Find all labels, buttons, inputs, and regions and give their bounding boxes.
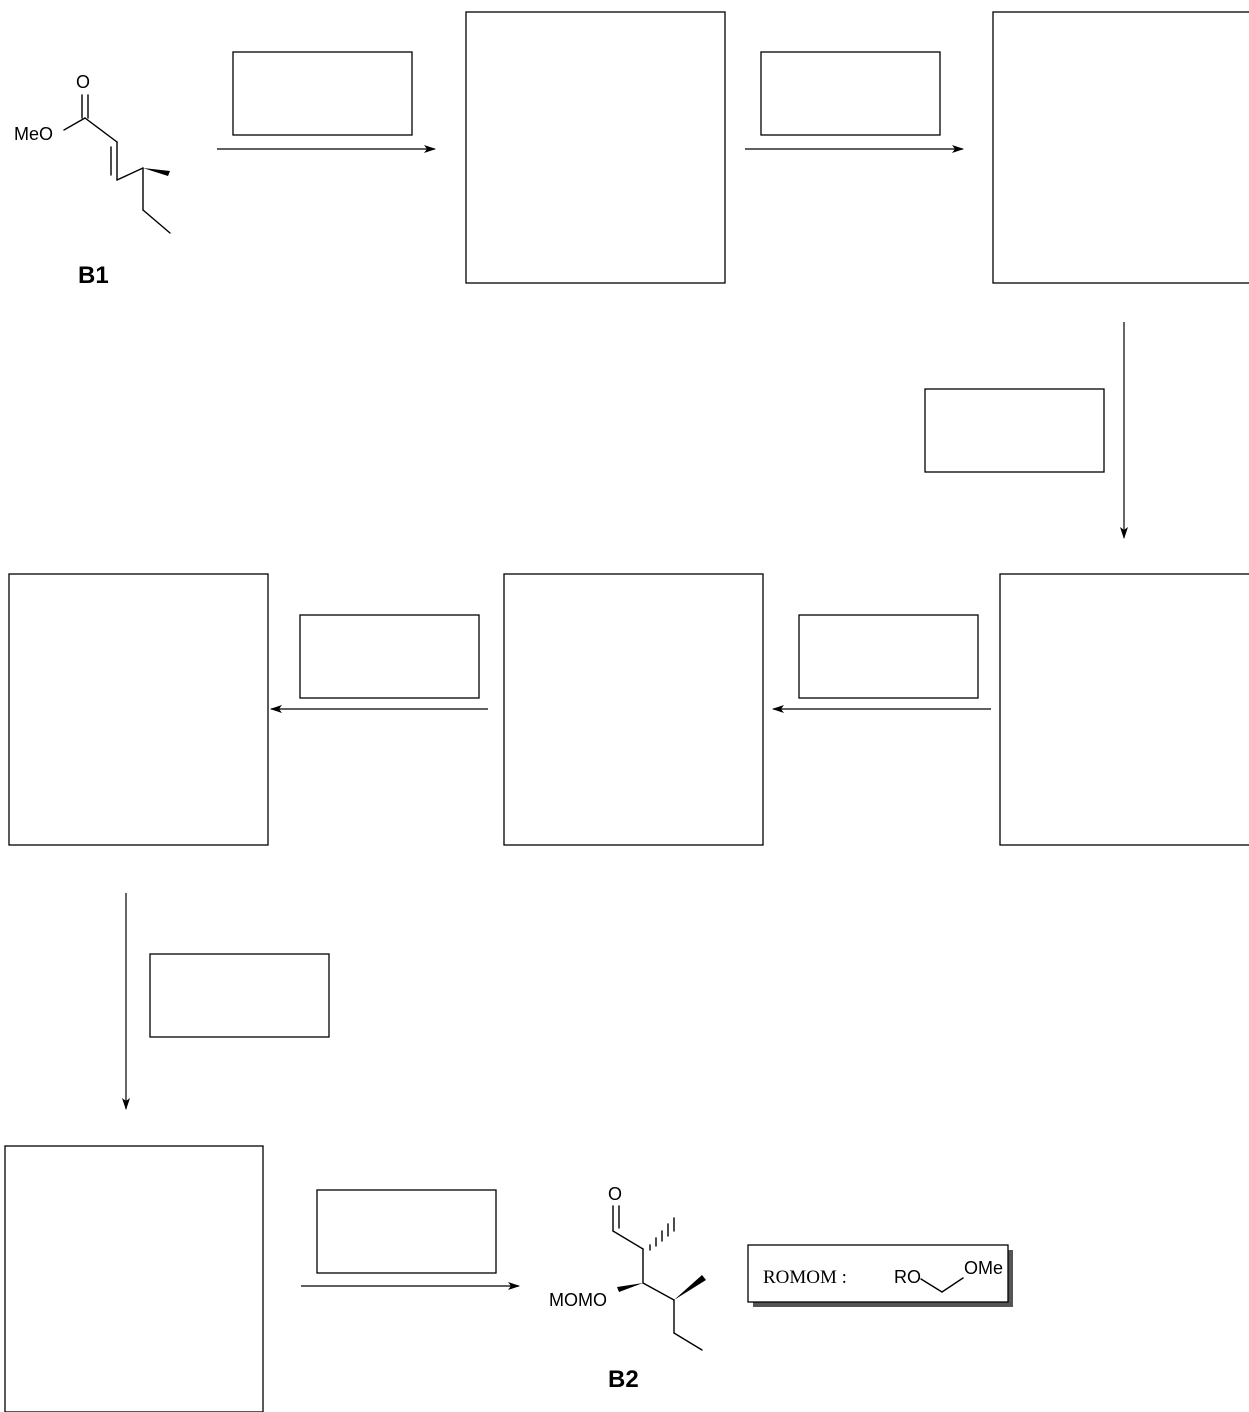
legend-box	[747, 1244, 1009, 1303]
structure-box-2[interactable]	[992, 11, 1249, 284]
b2-momo-label: MOMO	[549, 1290, 607, 1310]
compound-b2: O MOMO B2	[549, 1184, 706, 1393]
reagent-box-6[interactable]	[149, 953, 330, 1038]
b2-label: B2	[608, 1366, 639, 1393]
b1-carbonyl-oxygen: O	[76, 72, 90, 92]
b1-methoxy-label: MeO	[14, 124, 53, 144]
structure-box-5[interactable]	[8, 573, 269, 846]
reagent-box-5[interactable]	[299, 614, 480, 699]
reagent-box-4[interactable]	[798, 614, 979, 699]
b1-label: B1	[78, 262, 109, 289]
structure-box-1[interactable]	[465, 11, 726, 284]
momo-legend: ROMOM : RO OMe	[747, 1244, 1013, 1307]
b2-aldehyde-oxygen: O	[608, 1184, 622, 1204]
structure-box-3[interactable]	[999, 573, 1249, 846]
b2-hashed-bond	[649, 1217, 675, 1251]
structure-box-6[interactable]	[4, 1145, 264, 1412]
reagent-box-1[interactable]	[232, 51, 413, 136]
legend-ome: OMe	[964, 1258, 1003, 1278]
legend-ro: RO	[894, 1267, 921, 1287]
compound-b1: O MeO B1	[14, 72, 171, 289]
reagent-box-2[interactable]	[760, 51, 941, 136]
structure-box-4[interactable]	[503, 573, 764, 846]
legend-prefix: ROMOM :	[763, 1267, 847, 1288]
reagent-box-3[interactable]	[924, 388, 1105, 473]
reagent-box-7[interactable]	[316, 1189, 497, 1274]
